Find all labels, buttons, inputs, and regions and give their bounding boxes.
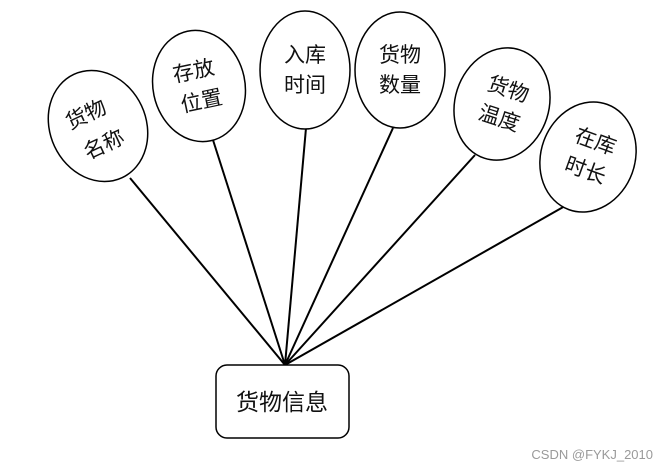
watermark-text: CSDN @FYKJ_2010 xyxy=(531,447,653,462)
attribute-ellipse xyxy=(47,69,149,183)
entity-box xyxy=(215,364,350,439)
connector-lines xyxy=(129,127,566,366)
attribute-label-line1: 货物 xyxy=(379,43,421,67)
connector-storage-duration xyxy=(284,205,566,366)
attribute-ellipse xyxy=(151,29,247,143)
attribute-ellipse xyxy=(539,101,637,213)
attribute-storage-duration: 在库 时长 xyxy=(539,101,637,213)
connector-goods-temperature xyxy=(284,154,476,366)
attribute-label-line2: 时间 xyxy=(284,73,326,97)
attribute-goods-name: 货物 名称 xyxy=(47,69,149,183)
entity-label: 货物信息 xyxy=(236,390,328,416)
attribute-goods-quantity: 货物 数量 xyxy=(354,11,446,129)
attribute-inbound-time: 入库 时间 xyxy=(259,10,351,130)
attribute-storage-location: 存放 位置 xyxy=(151,29,247,143)
attribute-ellipse xyxy=(453,47,551,161)
attribute-ellipse xyxy=(354,11,446,129)
entity-goods-info: 货物信息 xyxy=(215,364,350,439)
connector-inbound-time xyxy=(284,127,307,366)
attribute-goods-temperature: 货物 温度 xyxy=(453,47,551,161)
attribute-label-line2: 数量 xyxy=(379,73,421,97)
connector-goods-quantity xyxy=(284,127,394,366)
attribute-label-line1: 入库 xyxy=(284,43,326,67)
connector-goods-name xyxy=(129,177,286,366)
connector-storage-location xyxy=(212,139,286,366)
attribute-ellipse xyxy=(259,10,351,130)
